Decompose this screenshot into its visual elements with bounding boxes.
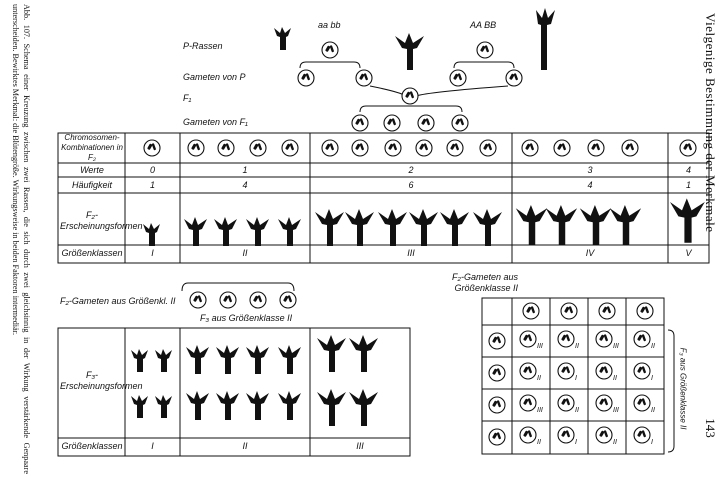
gamete-f1-icon [417,114,435,132]
p-large-flower-icon [536,8,555,70]
f3-erscheinung-label: F₃-Erscheinungsformen [60,370,143,391]
haeufigkeit-cell: 4 [587,180,593,190]
werte-row-label: Werte [80,165,104,175]
grid-cell-class: I [575,375,577,382]
erscheinung-row-label: F₂-Erscheinungsformen [60,210,143,231]
grid-cell-class: III [613,343,619,350]
f3-flowers [131,335,378,426]
wert-cell: 3 [587,165,593,175]
grid-cell-class: I [651,439,653,446]
gamete-p-icon [449,69,467,87]
grid-cell-class: II [575,343,579,350]
f3-groessen-label: Größenklassen [61,441,123,451]
grid-cell-class: III [613,407,619,414]
f2-gametes-row [189,291,297,309]
f2-table [57,132,710,264]
grid-cell-class: III [537,407,543,414]
grid-cell-class: II [575,407,579,414]
grid-cell-class: II [651,343,655,350]
grid-cell-class: II [537,439,541,446]
p-small-flower-icon [274,27,291,50]
gameten-p-label: Gameten von P [183,72,246,82]
klasse-cell: III [407,248,415,258]
grid-cell-class: II [613,439,617,446]
punnett-chromosomes [488,302,654,446]
klasse-cell: I [151,248,154,258]
f2-flowers [143,198,705,246]
p-chromosome-left-icon [321,41,339,59]
f3-table [57,327,411,457]
wert-cell: 1 [242,165,248,175]
klasse-cell: IV [585,248,595,258]
grid-side-label: F₃ aus Größenklasse II [678,347,688,430]
genotype-right-label: AA BB [470,20,497,30]
f3-aus-label: F₃ aus Größenklasse II [200,313,293,323]
groessen-row-label: Größenklassen [61,248,123,258]
grid-cell-class: II [613,375,617,382]
f2-gameten-right-label: F₂-Gameten aus Größenklasse II [452,272,518,293]
genotype-left-label: aa bb [318,20,341,30]
wert-cell: 0 [149,165,155,175]
grid-cell-class: I [575,439,577,446]
p-rassen-label: P-Rassen [183,41,223,51]
gamete-p-icon [355,69,373,87]
p-chromosome-right-icon [476,41,494,59]
gamete-p-icon [505,69,523,87]
gamete-f1-icon [451,114,469,132]
f3-klasse-cell: II [242,441,248,451]
f2-chromosome-row [143,139,697,157]
chromosomes-row-label: Chromosomen-Kombinationen in F₂ [61,133,123,162]
gamete-f1-icon [351,114,369,132]
grid-cell-class: II [651,407,655,414]
wert-cell: 2 [408,165,414,175]
f1-flower-icon [395,33,424,70]
wert-cell: 4 [685,165,691,175]
gamete-p-icon [297,69,315,87]
klasse-cell: V [685,248,692,258]
grid-cell-class: III [537,343,543,350]
f2-gameten-aus-label: F₂-Gameten aus Größenkl. II [60,296,176,306]
grid-cell-class: I [651,375,653,382]
f1-chromosome-icon [401,87,419,105]
haeufigkeit-cell: 1 [149,180,155,190]
punnett-grid [481,297,665,455]
grid-cell-class: II [537,375,541,382]
haeufigkeit-cell: 1 [685,180,691,190]
f1-label: F₁ [183,93,192,103]
f3-klasse-cell: III [356,441,364,451]
f3-klasse-cell: I [151,441,154,451]
gamete-f1-icon [383,114,401,132]
gameten-f1-label: Gameten von F₁ [183,117,248,127]
haeufigkeit-row-label: Häufigkeit [71,180,113,190]
klasse-cell: II [242,248,248,258]
haeufigkeit-cell: 6 [408,180,414,190]
haeufigkeit-cell: 4 [242,180,248,190]
